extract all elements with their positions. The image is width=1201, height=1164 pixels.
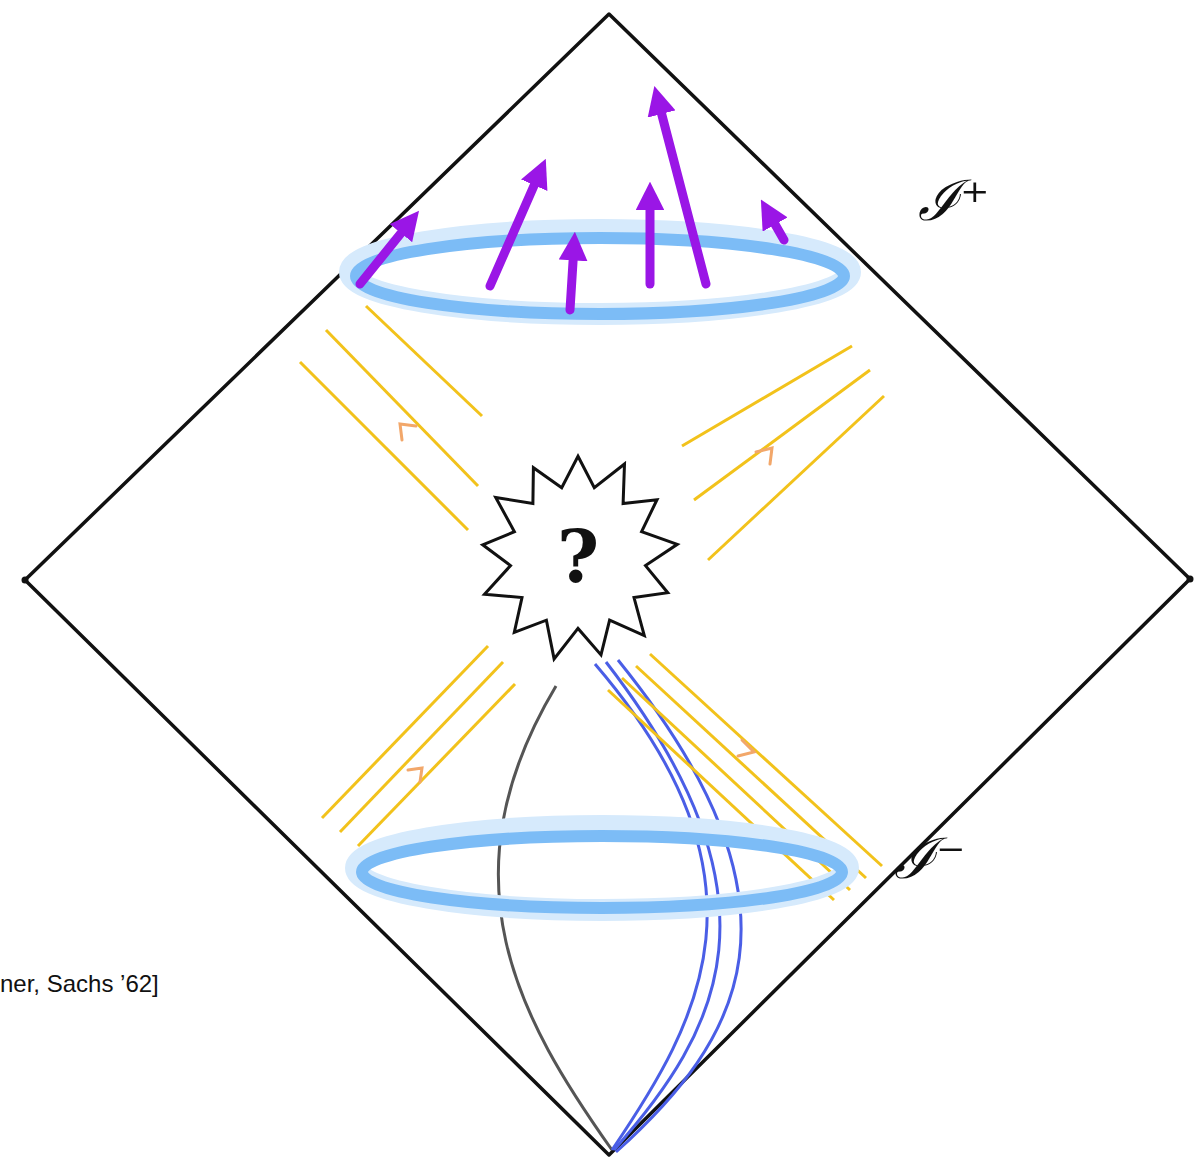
citation-fragment: ner, Sachs ’62]	[0, 970, 159, 998]
null-rays	[300, 306, 884, 900]
spatial-infinity	[1187, 576, 1194, 583]
interaction-starburst: ?	[478, 452, 678, 662]
conformal-boundary	[25, 14, 1190, 1155]
scri-minus-label: ℐ⁻	[894, 818, 966, 894]
cuts	[350, 230, 850, 910]
starburst-shape	[483, 456, 678, 659]
ray-direction-marks	[400, 424, 772, 782]
node-text: ?	[557, 517, 599, 596]
spatial-infinity	[22, 577, 29, 584]
radiation-arrows	[360, 100, 784, 310]
scri-plus-label: ℐ⁺	[918, 160, 990, 236]
